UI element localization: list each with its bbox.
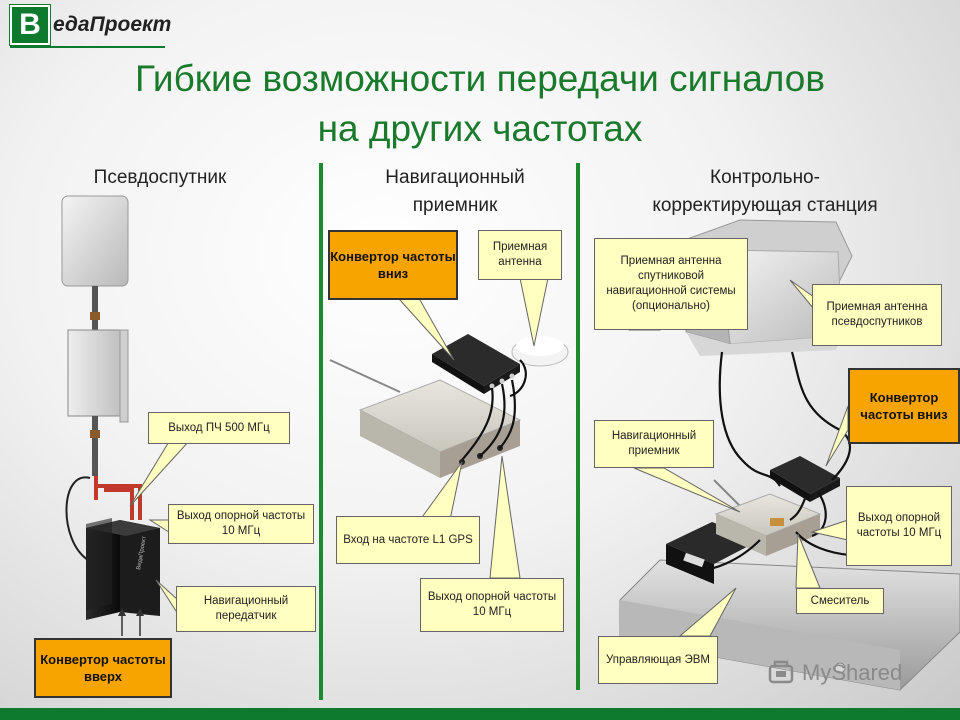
- callout-l1-input: Вход на частоте L1 GPS: [336, 516, 480, 564]
- logo: В едаПроект: [10, 5, 172, 45]
- watermark: MyShared: [768, 660, 902, 686]
- callout-nav-receiver-right: Навигационный приемник: [594, 420, 714, 468]
- column-title-receiver-1: Навигационный: [385, 167, 525, 188]
- pseudolite-transmitter-units: ВедаПроект: [65, 476, 160, 636]
- callout-ref-output-left: Выход опорной частоты 10 МГц: [168, 504, 314, 544]
- callout-rx-antenna-middle: Приемная антенна: [478, 230, 562, 280]
- column-separator-left: [319, 163, 323, 700]
- pseudolite-antenna-panel: [61, 195, 129, 330]
- receiver-box-middle: [329, 359, 522, 478]
- watermark-text: MyShared: [802, 660, 903, 685]
- column-title-pseudolite: Псевдоспутник: [93, 167, 227, 188]
- cables-middle: [461, 359, 527, 461]
- mixer-part: [770, 518, 784, 526]
- puck-antenna-middle: [511, 336, 569, 367]
- page-title-line1: Гибкие возможности передачи сигналов: [134, 58, 826, 99]
- callout-if-output: Выход ПЧ 500 МГц: [148, 412, 290, 444]
- callout-ref-output-right: Выход опорной частоты 10 МГц: [846, 486, 952, 566]
- callout-pseudo-antenna: Приемная антенна псевдоспутников: [812, 284, 942, 346]
- bottom-bar: [0, 708, 960, 720]
- column-separator-right: [576, 163, 580, 690]
- callout-sat-antenna: Приемная антенна спутниковой навигационн…: [594, 238, 748, 330]
- logo-letter: В: [10, 5, 50, 45]
- logo-underline: [10, 46, 165, 48]
- callout-upconverter: Конвертор частоты вверх: [34, 638, 172, 698]
- downconverter-middle: [432, 334, 520, 394]
- callout-ref-output-middle: Выход опорной частоты 10 МГц: [420, 578, 564, 632]
- logo-text: едаПроект: [53, 13, 172, 36]
- page-title-line2: на других частотах: [317, 108, 643, 149]
- svg-text:ВедаПроект: ВедаПроект: [136, 536, 148, 571]
- downconverter-right: [770, 456, 840, 502]
- column-title-station-2: корректирующая станция: [652, 195, 878, 216]
- column-title-station-1: Контрольно-: [710, 167, 820, 188]
- callout-nav-transmitter: Навигационный передатчик: [176, 586, 316, 632]
- callout-control-pc: Управляющая ЭВМ: [598, 636, 718, 684]
- callout-downconverter-right: Конвертор частоты вниз: [848, 368, 960, 444]
- watermark-icon: [768, 660, 794, 684]
- column-title-receiver-2: приемник: [412, 195, 498, 216]
- callout-mixer: Смеситель: [796, 588, 884, 614]
- pseudolite-amplifier-box: [67, 329, 129, 476]
- callout-downconverter-middle: Конвертор частоты вниз: [328, 230, 458, 300]
